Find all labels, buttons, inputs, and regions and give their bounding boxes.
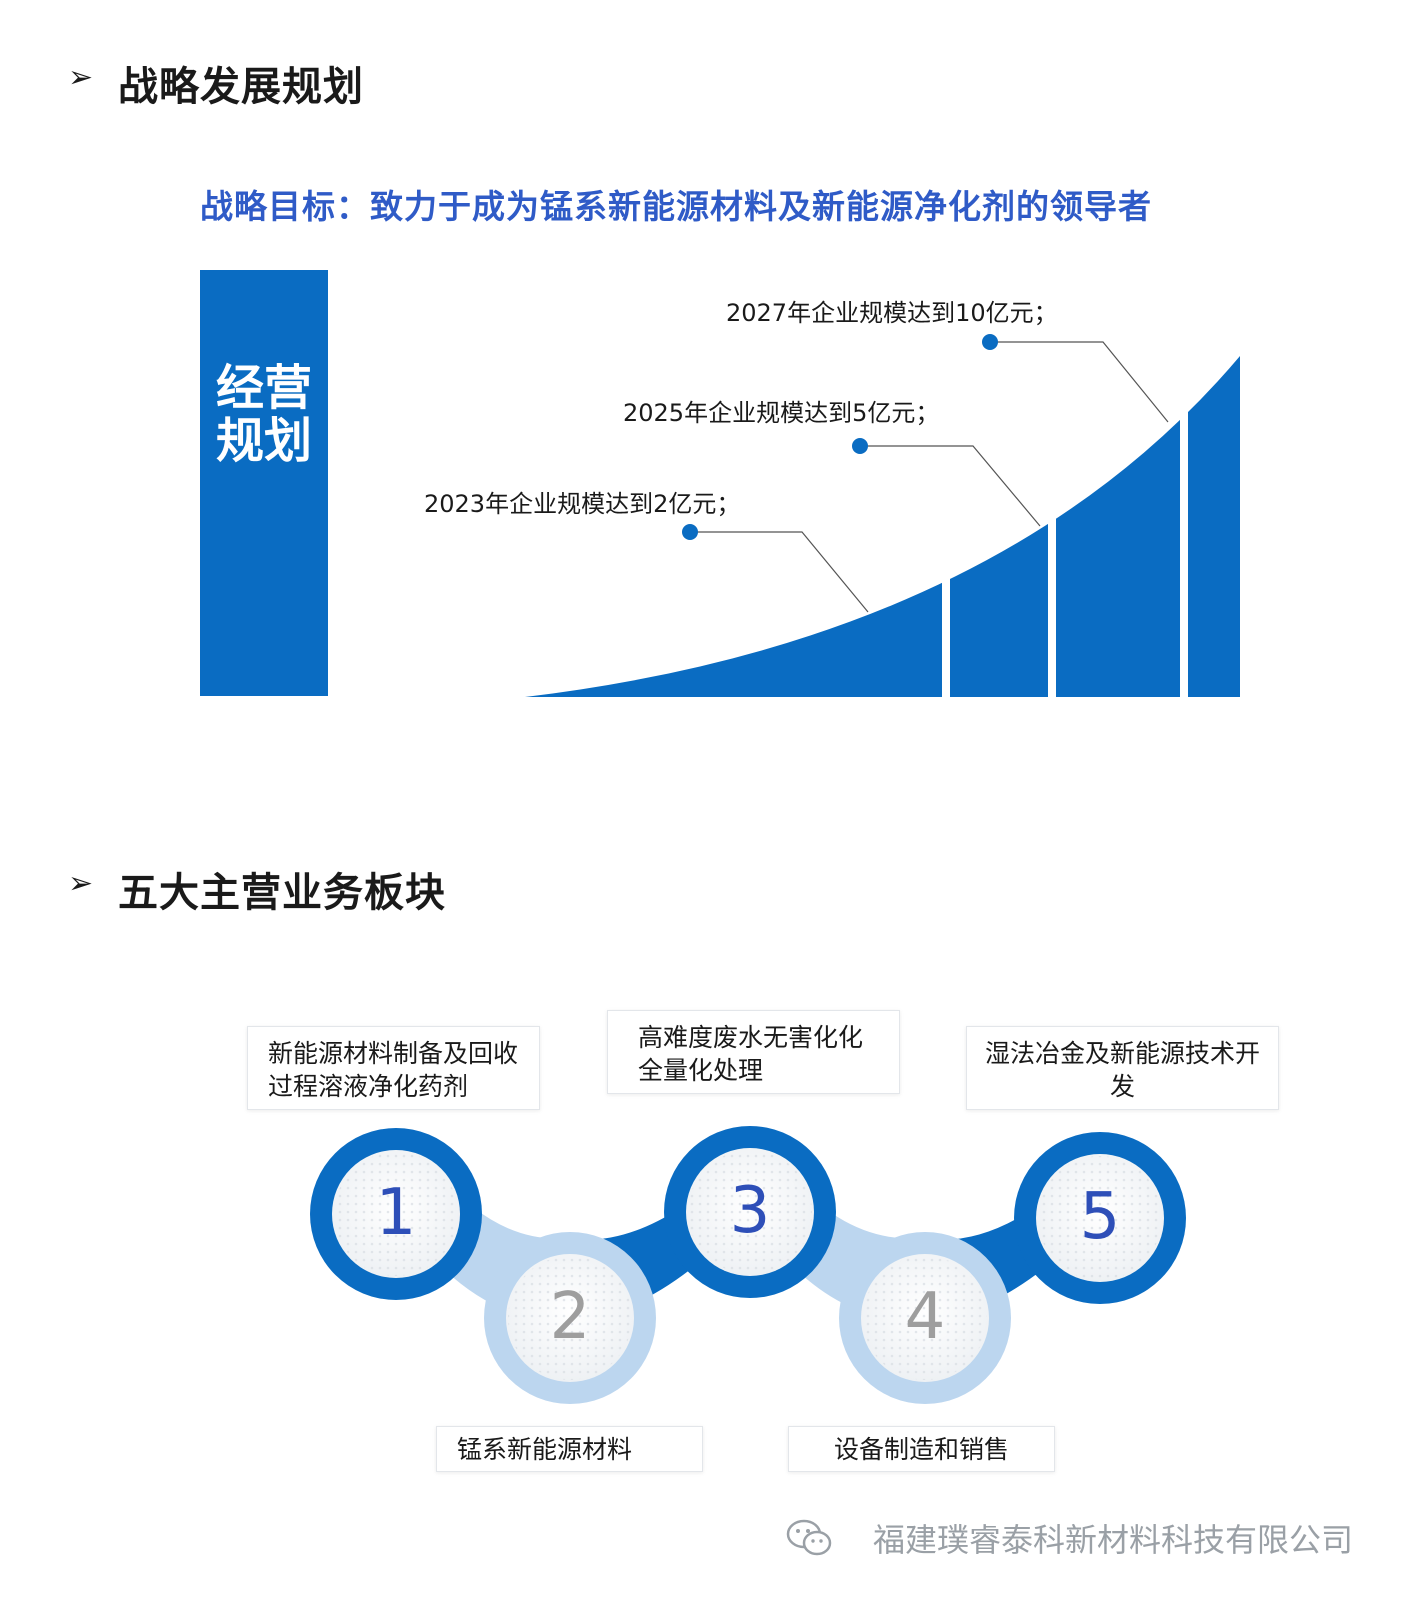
business-box-1: 新能源材料制备及回收过程溶液净化药剂 (247, 1026, 540, 1110)
business-number-1: 1 (375, 1176, 417, 1250)
business-plan-bar: 经营规划 (200, 270, 328, 696)
growth-curve-graphic (525, 334, 1240, 697)
globe-texture-4 (863, 1256, 987, 1380)
wechat-icon (786, 1519, 832, 1556)
business-number-5: 5 (1079, 1180, 1121, 1254)
globe-texture-3 (688, 1150, 812, 1274)
business-box-2: 锰系新能源材料 (436, 1426, 703, 1472)
business-plan-label: 经营规划 (215, 360, 312, 469)
milestone-dot-2025 (852, 438, 868, 454)
business-box-5: 湿法冶金及新能源技术开发 (966, 1026, 1279, 1110)
bullet-arrow-icon: ➢ (68, 60, 94, 95)
globe-texture-5 (1038, 1156, 1162, 1280)
section-title-strategy: 战略发展规划 (118, 64, 364, 110)
business-box-4: 设备制造和销售 (788, 1426, 1055, 1472)
leader-line-2025 (860, 445, 1041, 527)
curve-segment-4 (1188, 356, 1240, 697)
business-number-4: 4 (904, 1280, 946, 1354)
business-label-2: 锰系新能源材料 (457, 1435, 633, 1464)
milestone-2023: 2023年企业规模达到2亿元； (424, 490, 741, 518)
business-label-1: 新能源材料制备及回收过程溶液净化药剂 (268, 1039, 519, 1101)
business-number-2: 2 (549, 1280, 591, 1354)
business-label-5: 湿法冶金及新能源技术开发 (984, 1039, 1260, 1101)
business-label-4: 设备制造和销售 (833, 1435, 1009, 1464)
globe-texture-2 (508, 1256, 632, 1380)
milestone-2027: 2027年企业规模达到10亿元； (726, 299, 1058, 327)
leader-line-2027 (990, 341, 1169, 423)
milestone-2025: 2025年企业规模达到5亿元； (623, 399, 940, 427)
business-box-3: 高难度废水无害化化全量化处理 (607, 1010, 900, 1094)
bullet-arrow-icon: ➢ (68, 866, 94, 901)
business-label-3: 高难度废水无害化化全量化处理 (638, 1023, 864, 1085)
company-watermark: 福建璞睿泰科新材料科技有限公司 (872, 1521, 1353, 1559)
business-number-3: 3 (729, 1174, 771, 1248)
milestone-dot-2023 (682, 524, 698, 540)
strategic-goal: 战略目标：致力于成为锰系新能源材料及新能源净化剂的领导者 (200, 187, 1152, 226)
milestone-dot-2027 (982, 334, 998, 350)
section-title-business: 五大主营业务板块 (118, 870, 446, 916)
globe-texture-1 (334, 1152, 458, 1276)
leader-line-2023 (690, 531, 869, 613)
